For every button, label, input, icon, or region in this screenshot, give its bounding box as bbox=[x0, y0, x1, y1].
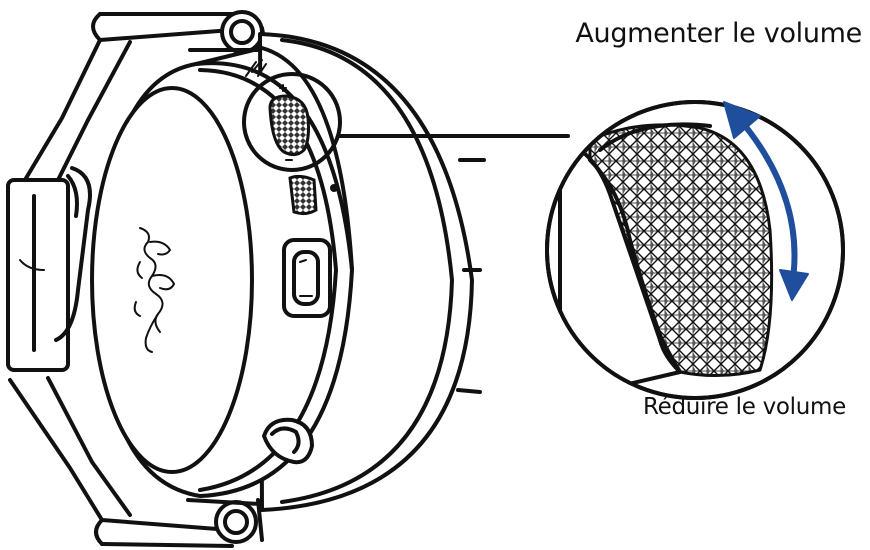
mic-port bbox=[262, 417, 314, 465]
volume-up-label: Augmenter le volume bbox=[575, 18, 862, 49]
bottom-hinge bbox=[186, 498, 264, 544]
headband-frame bbox=[8, 12, 234, 548]
mute-symbol bbox=[245, 59, 267, 77]
usb-c-port bbox=[282, 238, 332, 318]
volume-down-label: Réduire le volume bbox=[642, 394, 846, 420]
mic-mute-switch bbox=[288, 174, 338, 216]
top-hinge bbox=[188, 10, 270, 62]
razer-snake-logo bbox=[133, 227, 176, 353]
headband-buckle bbox=[6, 166, 92, 372]
volume-direction-arrow bbox=[723, 101, 809, 301]
zoom-view bbox=[545, 100, 845, 400]
volume-dial bbox=[242, 72, 342, 172]
